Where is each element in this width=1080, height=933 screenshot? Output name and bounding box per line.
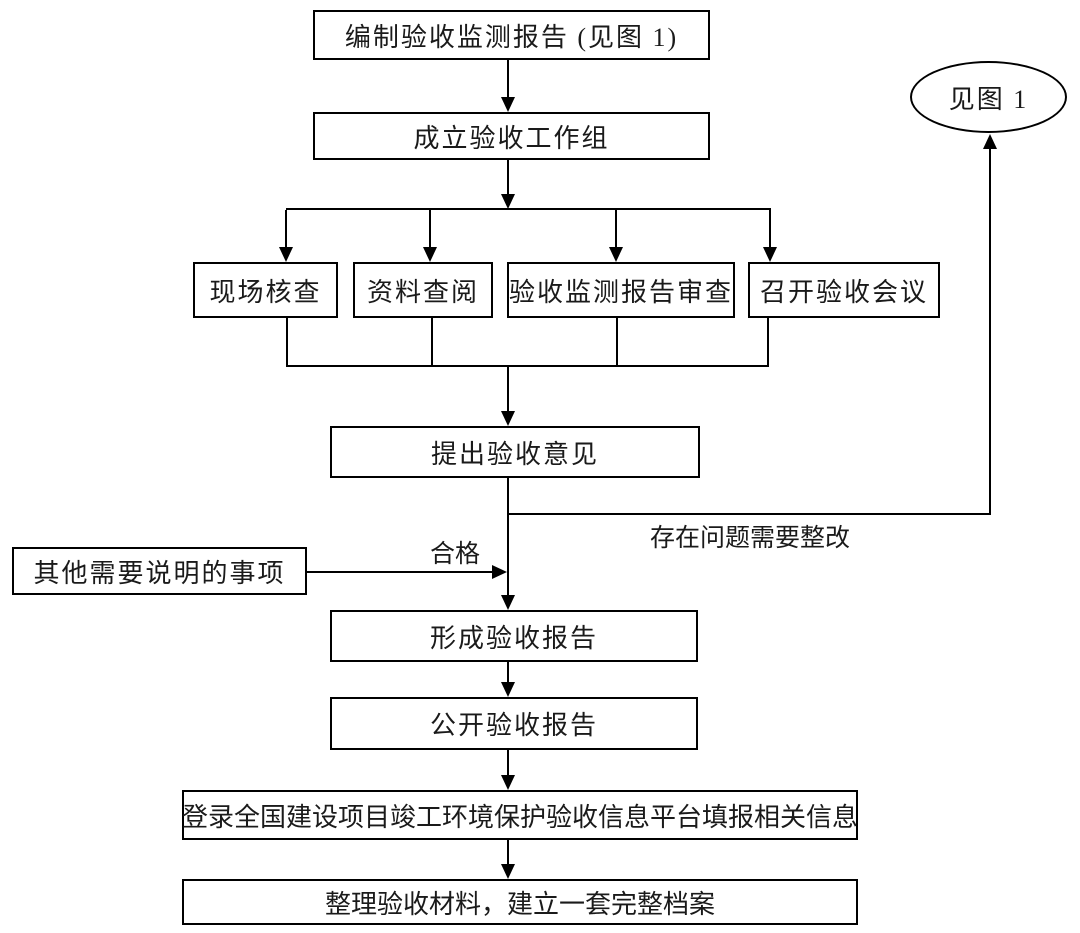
edge-drop-site-check-arrowhead (279, 247, 293, 262)
edge-collect-report-review-line (616, 318, 618, 367)
edge-drop-site-check-line (285, 210, 287, 248)
distribution-bar (286, 208, 771, 210)
edge-drop-meeting-line (769, 210, 771, 248)
edge-collect-opinion-line (507, 367, 509, 412)
node-report-review: 验收监测报告审查 (507, 262, 735, 318)
node-other-items: 其他需要说明的事项 (12, 547, 307, 595)
node-compile-report: 编制验收监测报告 (见图 1) (313, 10, 710, 60)
node-workgroup: 成立验收工作组 (313, 112, 710, 160)
edge-label-pass: 合格 (430, 534, 481, 570)
edge-drop-data-review-arrowhead (423, 247, 437, 262)
node-data-review: 资料查阅 (353, 262, 493, 318)
edge-opinion-form-report-arrowhead (501, 595, 515, 610)
edge-collect-opinion-arrowhead (501, 411, 515, 426)
edge-publish-platform-line (507, 750, 509, 777)
edge-opinion-form-report-line (507, 478, 509, 596)
edge-drop-meeting-arrowhead (763, 247, 777, 262)
edge-form-publish-arrowhead (501, 682, 515, 697)
edge-other-items-arrowhead (492, 565, 507, 579)
edge-drop-report-review-line (615, 210, 617, 248)
edge-rectify-horizontal-line (507, 513, 991, 515)
edge-rectify-vertical-line (989, 148, 991, 515)
node-opinion: 提出验收意见 (330, 426, 700, 478)
edge-rectify-arrowhead (983, 134, 997, 149)
edge-workgroup-feed-line (507, 160, 509, 195)
edge-drop-report-review-arrowhead (609, 247, 623, 262)
node-platform: 登录全国建设项目竣工环境保护验收信息平台填报相关信息 (182, 790, 858, 840)
edge-collect-site-check-line (286, 318, 288, 367)
node-see-figure-ellipse: 见图 1 (910, 61, 1067, 133)
node-archive: 整理验收材料，建立一套完整档案 (182, 879, 858, 925)
edge-workgroup-feed-arrowhead (501, 194, 515, 209)
node-meeting: 召开验收会议 (748, 262, 940, 318)
edge-label-rectify: 存在问题需要整改 (650, 518, 851, 554)
edge-collect-data-review-line (431, 318, 433, 367)
edge-drop-data-review-line (429, 210, 431, 248)
edge-collect-meeting-line (767, 318, 769, 367)
edge-publish-platform-arrowhead (501, 775, 515, 790)
edge-compile-workgroup-arrowhead (501, 97, 515, 112)
node-publish-report: 公开验收报告 (330, 697, 698, 750)
edge-form-publish-line (507, 662, 509, 684)
node-site-check: 现场核查 (193, 262, 338, 318)
edge-platform-archive-line (507, 840, 509, 866)
edge-platform-archive-arrowhead (501, 864, 515, 879)
collection-bar (286, 365, 769, 367)
node-form-report: 形成验收报告 (330, 610, 698, 662)
edge-other-items-line (307, 571, 493, 573)
edge-compile-workgroup-line (507, 60, 509, 98)
